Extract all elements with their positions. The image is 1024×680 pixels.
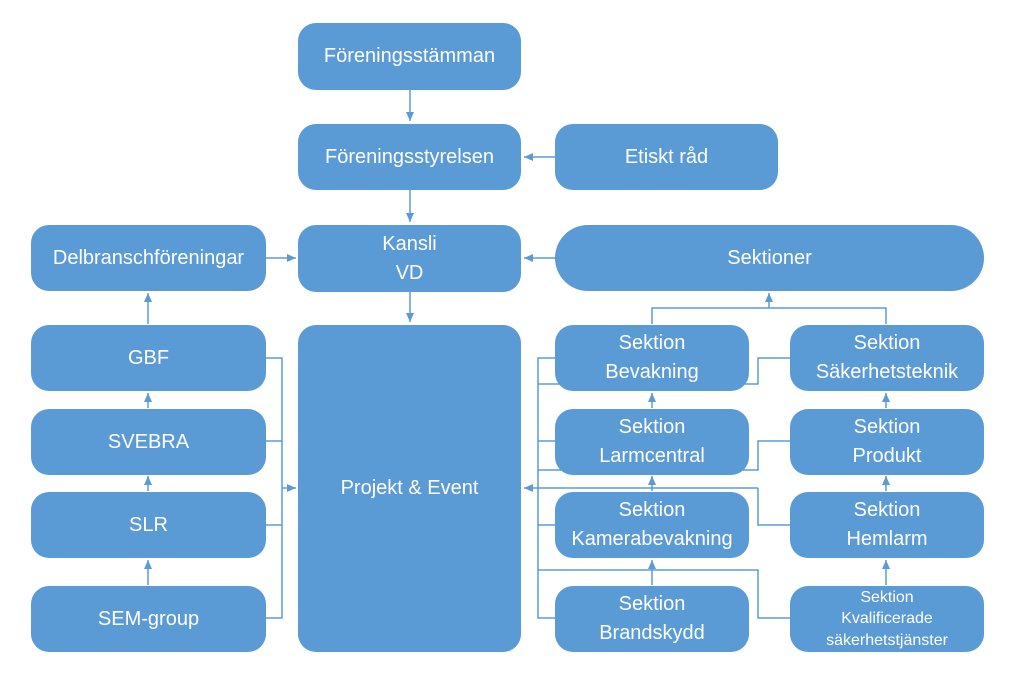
node-label-line1: Sektion: [853, 416, 921, 438]
node-label: Delbranschföreningar: [52, 246, 245, 269]
node-label: SVEBRA: [107, 430, 190, 453]
node-label: Föreningsstyrelsen: [325, 145, 494, 168]
node-label-line2: Hemlarm: [846, 528, 928, 550]
node-sektion-kamerabevakning: Sektion Kamerabevakning: [555, 492, 749, 558]
node-slr: SLR: [31, 492, 266, 558]
node-label-line2: VD: [395, 261, 424, 284]
node-label-line1: Sektion: [618, 593, 686, 615]
node-label-line2: Kvalificerade: [841, 610, 933, 628]
node-label-line2: Larmcentral: [599, 445, 705, 467]
node-sektion-hemlarm: Sektion Hemlarm: [790, 492, 984, 558]
node-sem-group: SEM-group: [31, 586, 266, 652]
node-sektion-brandskydd: Sektion Brandskydd: [555, 586, 749, 652]
node-label: SLR: [129, 513, 168, 536]
node-sektioner: Sektioner: [555, 225, 984, 291]
node-label-line2: Bevakning: [605, 361, 699, 383]
bus-right-4: [538, 569, 790, 619]
node-label: SEM-group: [97, 607, 200, 630]
node-label: Föreningsstämman: [323, 45, 496, 67]
node-label-line2: Säkerhetsteknik: [815, 361, 959, 383]
node-label-line1: Sektion: [860, 588, 914, 606]
node-label-line1: Sektion: [853, 499, 921, 521]
node-sektion-kvalificerade: Sektion Kvalificerade säkerhetstjänster: [790, 586, 984, 652]
node-label-line2: Produkt: [852, 445, 922, 467]
node-label-line1: Kansli: [382, 232, 437, 255]
node-label-line2: Kamerabevakning: [571, 528, 733, 550]
node-sektion-bevakning: Sektion Bevakning: [555, 325, 749, 391]
node-label-line3: säkerhetstjänster: [826, 631, 948, 649]
connector-top-sections: [651, 307, 887, 324]
node-label-line2: Brandskydd: [599, 622, 705, 644]
node-foreningsstamman: Föreningsstämman: [298, 23, 521, 90]
node-projekt-event: Projekt & Event: [298, 325, 521, 652]
node-label: Projekt & Event: [340, 477, 479, 499]
node-label-line1: Sektion: [618, 499, 686, 521]
bus-left: [266, 357, 283, 619]
node-svebra: SVEBRA: [31, 409, 266, 475]
node-etiskt-rad: Etiskt råd: [555, 124, 778, 190]
node-label: Sektioner: [727, 246, 812, 269]
node-label-line1: Sektion: [853, 332, 921, 354]
node-label-line1: Sektion: [618, 416, 686, 438]
node-delbranschforeningar: Delbranschföreningar: [31, 225, 266, 291]
node-foreningsstyrelsen: Föreningsstyrelsen: [298, 124, 521, 190]
bus-right-3: [757, 488, 790, 526]
node-kansli-vd: Kansli VD: [298, 225, 521, 292]
node-label: GBF: [127, 346, 170, 369]
node-sektion-produkt: Sektion Produkt: [790, 409, 984, 475]
node-gbf: GBF: [31, 325, 266, 391]
node-label-line1: Sektion: [618, 332, 686, 354]
node-sektion-sakerhetsteknik: Sektion Säkerhetsteknik: [790, 325, 984, 391]
node-sektion-larmcentral: Sektion Larmcentral: [555, 409, 749, 475]
node-label: Etiskt råd: [624, 145, 709, 168]
